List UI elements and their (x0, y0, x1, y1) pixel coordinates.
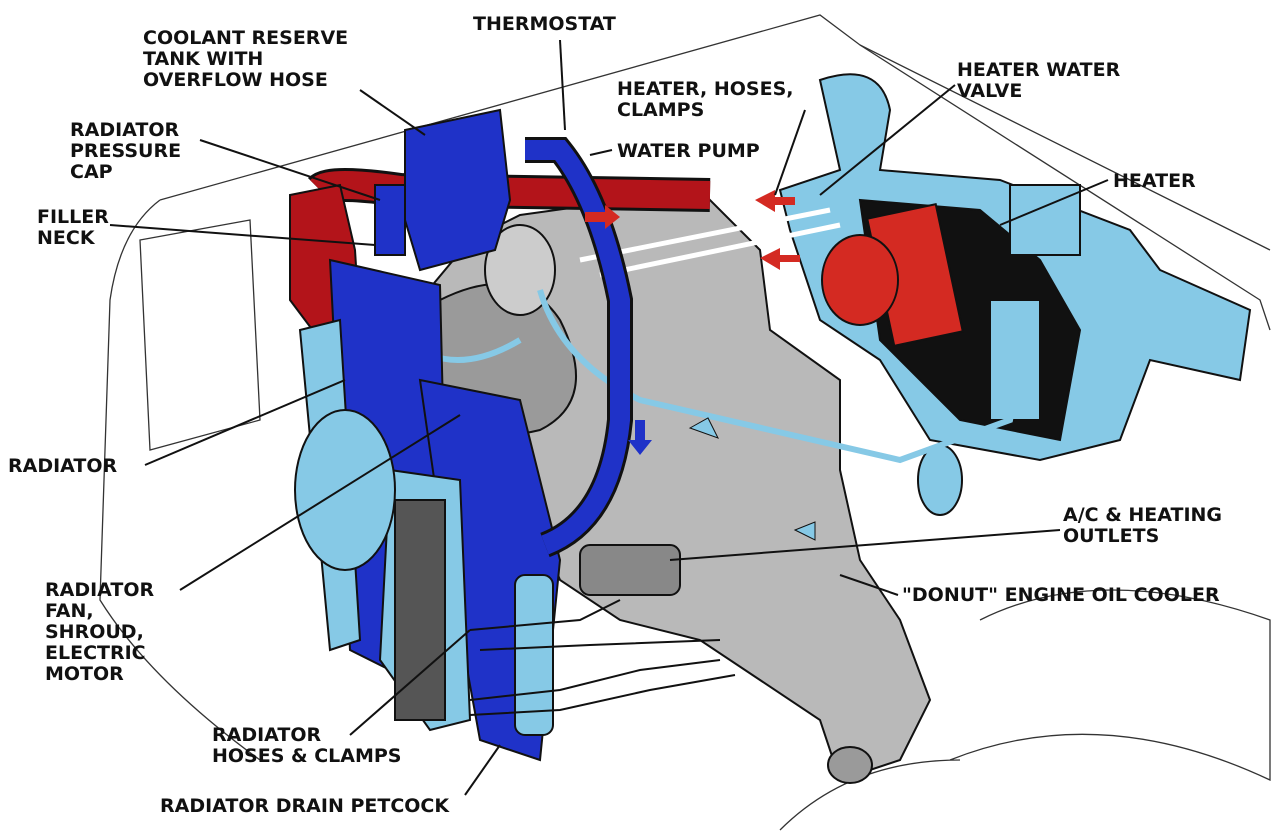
label-heater-hoses: HEATER, HOSES, CLAMPS (617, 78, 800, 121)
label-radiator: RADIATOR (8, 455, 118, 477)
radiator-core (394, 499, 446, 721)
heater-blower (821, 234, 899, 326)
leader-lines (109, 39, 1109, 796)
label-heater: HEATER (1113, 170, 1196, 192)
label-oil-cooler: "DONUT" ENGINE OIL COOLER (902, 584, 1220, 606)
label-coolant-tank: COOLANT RESERVE TANK WITH OVERFLOW HOSE (143, 27, 355, 91)
label-drain-petcock: RADIATOR DRAIN PETCOCK (160, 795, 450, 817)
label-fan: RADIATOR FAN, SHROUD, ELECTRIC MOTOR (45, 579, 161, 685)
flow-arrows (585, 190, 816, 541)
coolant-reserve-tank (374, 108, 512, 272)
label-water-pump: WATER PUMP (617, 140, 760, 162)
label-heater-valve: HEATER WATER VALVE (957, 59, 1127, 102)
callout-labels: COOLANT RESERVE TANK WITH OVERFLOW HOSE … (8, 13, 1229, 817)
label-ac-outlets: A/C & HEATING OUTLETS (1063, 504, 1229, 547)
radiator-fan (294, 409, 396, 571)
label-pressure-cap: RADIATOR PRESSURE CAP (70, 119, 188, 183)
radiator-assembly (294, 258, 562, 762)
lower-radiator-hose (525, 137, 633, 558)
label-filler-neck: FILLER NECK (37, 206, 116, 249)
label-thermostat: THERMOSTAT (473, 13, 616, 35)
oil-cooler (579, 544, 681, 596)
label-radiator-hoses: RADIATOR HOSES & CLAMPS (212, 724, 401, 767)
